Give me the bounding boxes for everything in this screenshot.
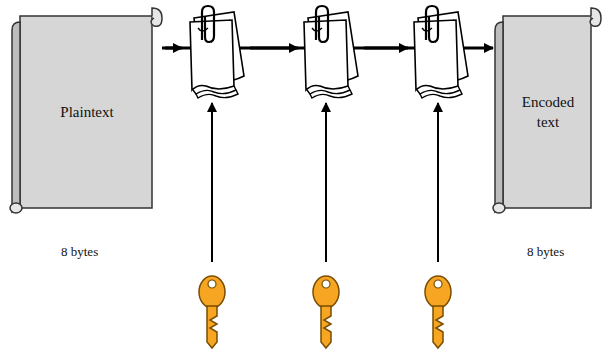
scroll-node: Plaintext xyxy=(4,4,166,216)
scroll-node: Encoded text xyxy=(487,4,605,216)
scroll-shape xyxy=(487,4,605,216)
scroll-text: Encoded text xyxy=(513,92,583,133)
size-label: 8 bytes xyxy=(527,244,564,260)
size-label: 8 bytes xyxy=(61,244,98,260)
scroll-text: Plaintext xyxy=(60,102,113,122)
